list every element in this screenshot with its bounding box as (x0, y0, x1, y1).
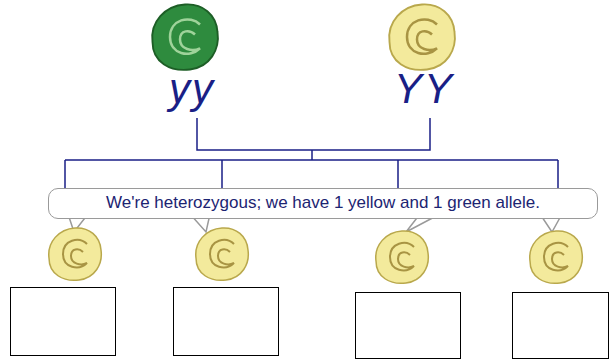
answer-box (11, 288, 116, 356)
allele-label: YY (394, 68, 454, 110)
yellow-pea (49, 228, 102, 280)
answer-box (513, 293, 609, 359)
allele-label: yy (169, 68, 215, 110)
yellow-pea (196, 228, 249, 280)
speech-bubble: We're heterozygous; we have 1 yellow and… (48, 188, 598, 219)
yellow-pea (530, 231, 583, 283)
answer-box (174, 288, 279, 356)
speech-text: We're heterozygous; we have 1 yellow and… (59, 192, 587, 213)
yellow-pea (389, 4, 455, 69)
cross-line (197, 118, 430, 150)
answer-box (356, 293, 461, 359)
offspring-lines (65, 150, 558, 189)
green-pea (152, 4, 218, 69)
yellow-pea (376, 231, 429, 283)
